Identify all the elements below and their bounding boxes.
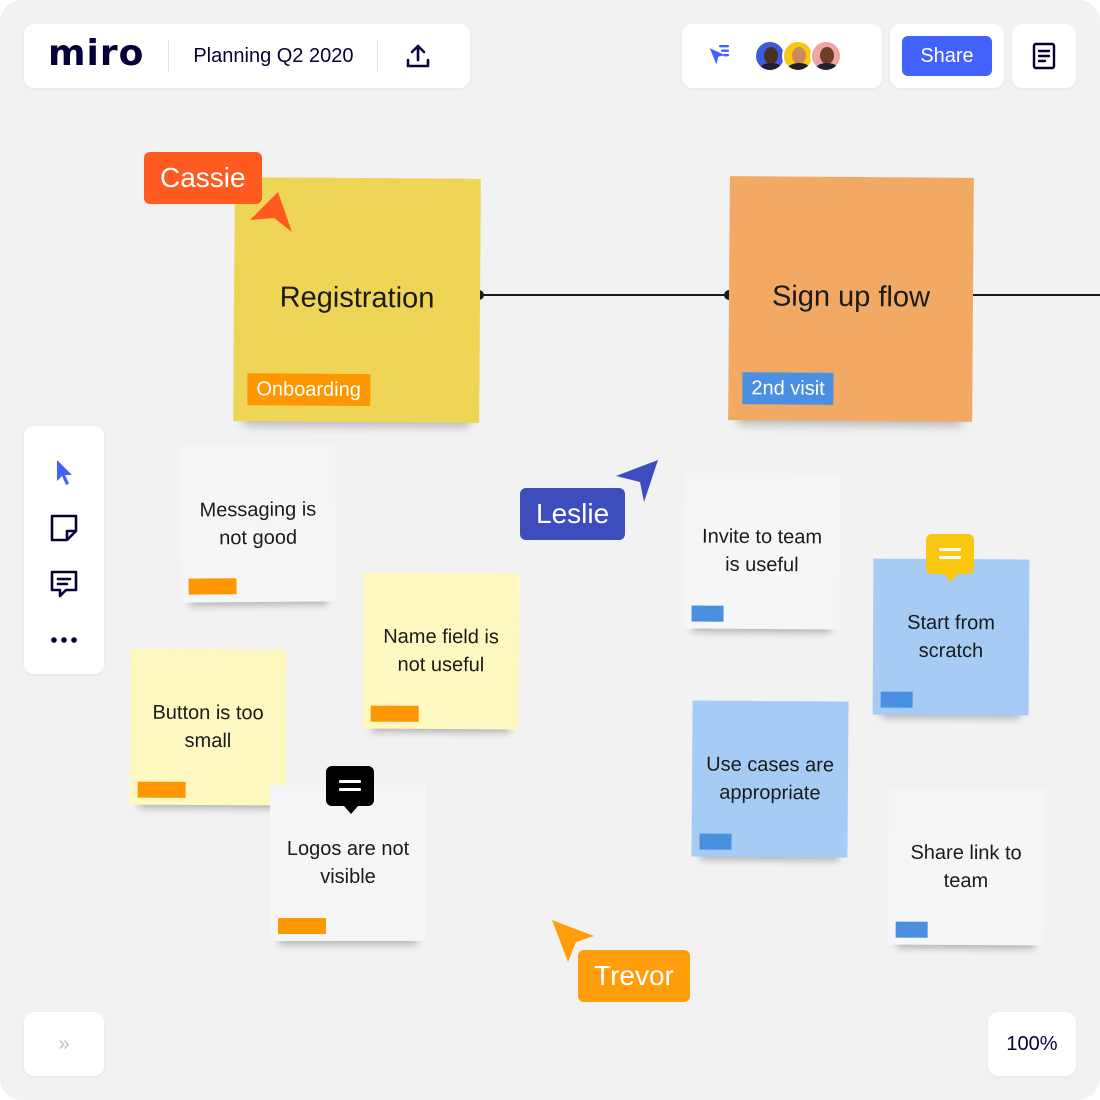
follow-cursor-icon[interactable] bbox=[708, 44, 730, 68]
sticky-note[interactable]: Use cases are appropriate bbox=[691, 700, 849, 858]
collaborators-panel bbox=[682, 24, 882, 88]
sticky-tag[interactable]: 2nd visit bbox=[742, 372, 834, 405]
sticky-tag-marker bbox=[691, 605, 724, 622]
select-tool-icon[interactable] bbox=[42, 450, 86, 493]
header-divider bbox=[377, 40, 379, 72]
avatar-face bbox=[820, 47, 834, 64]
more-tools-icon[interactable] bbox=[42, 618, 86, 661]
sticky-note[interactable]: Start from scratch bbox=[872, 558, 1030, 716]
connector-line[interactable] bbox=[479, 294, 729, 296]
sticky-tag-marker bbox=[137, 781, 186, 798]
avatar-body bbox=[759, 63, 783, 70]
sticky-title: Registration bbox=[279, 281, 435, 315]
sticky-note[interactable]: Name field is not useful bbox=[362, 572, 520, 730]
collaborator-cursor-label: Cassie bbox=[144, 152, 262, 204]
avatar[interactable] bbox=[754, 40, 786, 72]
avatar-body bbox=[787, 63, 811, 70]
sticky-tag-marker bbox=[699, 833, 732, 850]
sticky-title: Sign up flow bbox=[771, 280, 931, 314]
cassie-cursor-icon bbox=[250, 192, 292, 232]
board-header: miro Planning Q2 2020 bbox=[24, 24, 470, 88]
board-title[interactable]: Planning Q2 2020 bbox=[193, 44, 354, 67]
sticky-tag-marker bbox=[895, 921, 928, 938]
double-chevron-right-icon: » bbox=[58, 1032, 70, 1055]
comment-icon[interactable] bbox=[326, 766, 374, 814]
sticky-tag[interactable]: Onboarding bbox=[247, 373, 371, 407]
comment-icon[interactable] bbox=[926, 534, 974, 582]
zoom-level-label: 100% bbox=[1006, 1032, 1058, 1055]
share-panel: Share bbox=[890, 24, 1004, 88]
sticky-note[interactable]: Messaging is not good bbox=[179, 445, 337, 603]
miro-logo[interactable]: miro bbox=[48, 33, 145, 74]
comment-tool-icon[interactable] bbox=[42, 562, 86, 605]
share-button[interactable]: Share bbox=[902, 36, 992, 76]
connector-line[interactable] bbox=[972, 294, 1100, 296]
avatar-face bbox=[792, 47, 806, 64]
avatar-body bbox=[815, 63, 839, 70]
notes-icon[interactable] bbox=[1012, 24, 1076, 88]
sticky-note[interactable]: Button is too small bbox=[129, 648, 287, 806]
sticky-tag-marker bbox=[278, 918, 326, 934]
sticky-note[interactable]: Invite to team is useful bbox=[683, 472, 841, 630]
avatar-face bbox=[764, 47, 778, 64]
sticky-tag-marker bbox=[880, 691, 913, 708]
leslie-cursor-icon bbox=[616, 460, 658, 502]
left-toolbar bbox=[24, 426, 104, 674]
sticky-note[interactable]: Share link to team bbox=[887, 788, 1045, 946]
header-divider bbox=[168, 40, 170, 72]
trevor-cursor-icon bbox=[552, 920, 594, 962]
flow-sticky-sign-up-flow[interactable]: Sign up flow 2nd visit bbox=[728, 176, 974, 422]
sticky-note-tool-icon[interactable] bbox=[42, 506, 86, 549]
sticky-text: Logos are not visible bbox=[286, 838, 410, 888]
collaborator-cursor-label: Trevor bbox=[578, 950, 690, 1002]
zoom-level[interactable]: 100% bbox=[988, 1012, 1076, 1076]
collaborator-cursor-label: Leslie bbox=[520, 488, 626, 540]
avatar[interactable] bbox=[810, 40, 842, 72]
expand-panel-button[interactable]: » bbox=[24, 1012, 104, 1076]
sticky-tag-marker bbox=[370, 705, 419, 722]
avatar-group[interactable] bbox=[754, 40, 842, 72]
sticky-tag-marker bbox=[188, 578, 237, 595]
upload-icon[interactable] bbox=[402, 40, 434, 72]
